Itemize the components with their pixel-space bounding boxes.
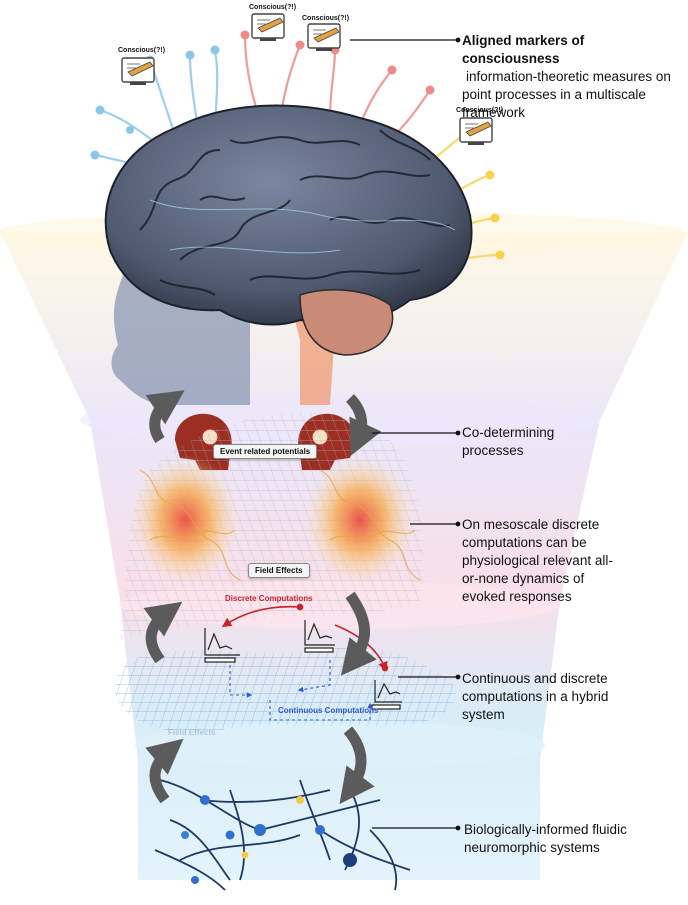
- erp-label: Event related potentials: [213, 444, 318, 459]
- callout-markers-text: information-theoretic measures on point …: [462, 69, 671, 120]
- neuron-somas: [181, 795, 357, 884]
- monitor-pen-icon: [121, 57, 155, 85]
- field-effects-faded-label: Field Effects: [168, 728, 216, 737]
- conscious-label: Conscious(?!): [456, 107, 504, 114]
- callout-connectors: [350, 39, 458, 829]
- callout-markers-title: Aligned markers of consciousness: [462, 33, 585, 66]
- callout-neuromorphic: Biologically-informed fluidic neuromorph…: [464, 821, 664, 857]
- conscious-label: Conscious(?!): [249, 4, 297, 11]
- monitor-pen-icon: [251, 13, 285, 41]
- callout-hybrid: Continuous and discrete computations in …: [462, 670, 622, 724]
- field-effects-label: Field Effects: [248, 563, 310, 578]
- conscious-label: Conscious(?!): [302, 15, 350, 22]
- continuous-computations-label: Continuous Computations: [278, 706, 379, 715]
- monitor-pen-icon: [307, 23, 341, 51]
- callout-mesoscale: On mesoscale discrete computations can b…: [462, 516, 622, 606]
- callout-hybrid-text: Continuous and discrete computations in …: [462, 671, 609, 722]
- field-effect-glows: [130, 455, 421, 585]
- brain-illustration: [104, 104, 473, 356]
- blue-mesh-surface: [115, 647, 457, 732]
- conscious-label: Conscious(?!): [118, 47, 166, 54]
- callout-mesoscale-text: On mesoscale discrete computations can b…: [462, 517, 613, 604]
- callout-dots: [455, 37, 461, 831]
- discrete-computations-label: Discrete Computations: [225, 594, 313, 603]
- callout-codetermining: Co-determining processes: [462, 424, 572, 460]
- mini-plots: [204, 620, 402, 710]
- monitor-pen-icon: [459, 117, 493, 145]
- continuous-paths: [229, 660, 373, 721]
- callout-neuromorphic-text: Biologically-informed fluidic neuromorph…: [464, 822, 627, 855]
- callout-codetermining-text: Co-determining processes: [462, 425, 555, 458]
- loop-arrows: [143, 390, 382, 805]
- callout-markers: Aligned markers of consciousness informa…: [462, 32, 672, 122]
